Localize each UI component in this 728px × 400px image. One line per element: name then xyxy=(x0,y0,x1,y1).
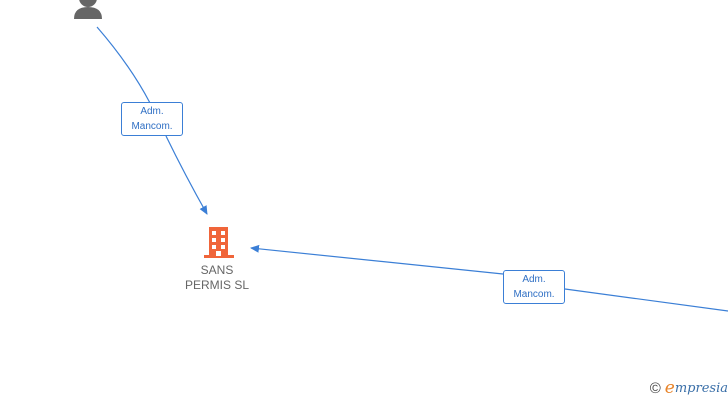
person-icon[interactable] xyxy=(74,0,102,19)
edge-label-line2: Mancom. xyxy=(513,289,555,300)
edge-label-line2: Mancom. xyxy=(131,121,173,132)
company-name[interactable]: SANS PERMIS SL xyxy=(167,263,267,293)
brand-name: mpresia xyxy=(674,380,728,396)
edge-right-entity-to-company xyxy=(251,248,728,312)
edge-person-to-company xyxy=(96,26,207,214)
edge-label-adm-mancom[interactable]: Adm. Mancom. xyxy=(121,102,183,136)
copyright-icon: © xyxy=(649,379,661,397)
brand-initial: e xyxy=(664,378,675,398)
edge-label-adm-mancom[interactable]: Adm. Mancom. xyxy=(503,270,565,304)
edge-label-line1: Adm. xyxy=(140,106,164,117)
company-name-line2: PERMIS SL xyxy=(184,278,250,292)
company-name-line1: SANS xyxy=(200,263,234,277)
building-icon[interactable] xyxy=(204,227,234,258)
edge-label-line1: Adm. xyxy=(522,274,546,285)
empresia-watermark: © e mpresia xyxy=(650,378,728,398)
